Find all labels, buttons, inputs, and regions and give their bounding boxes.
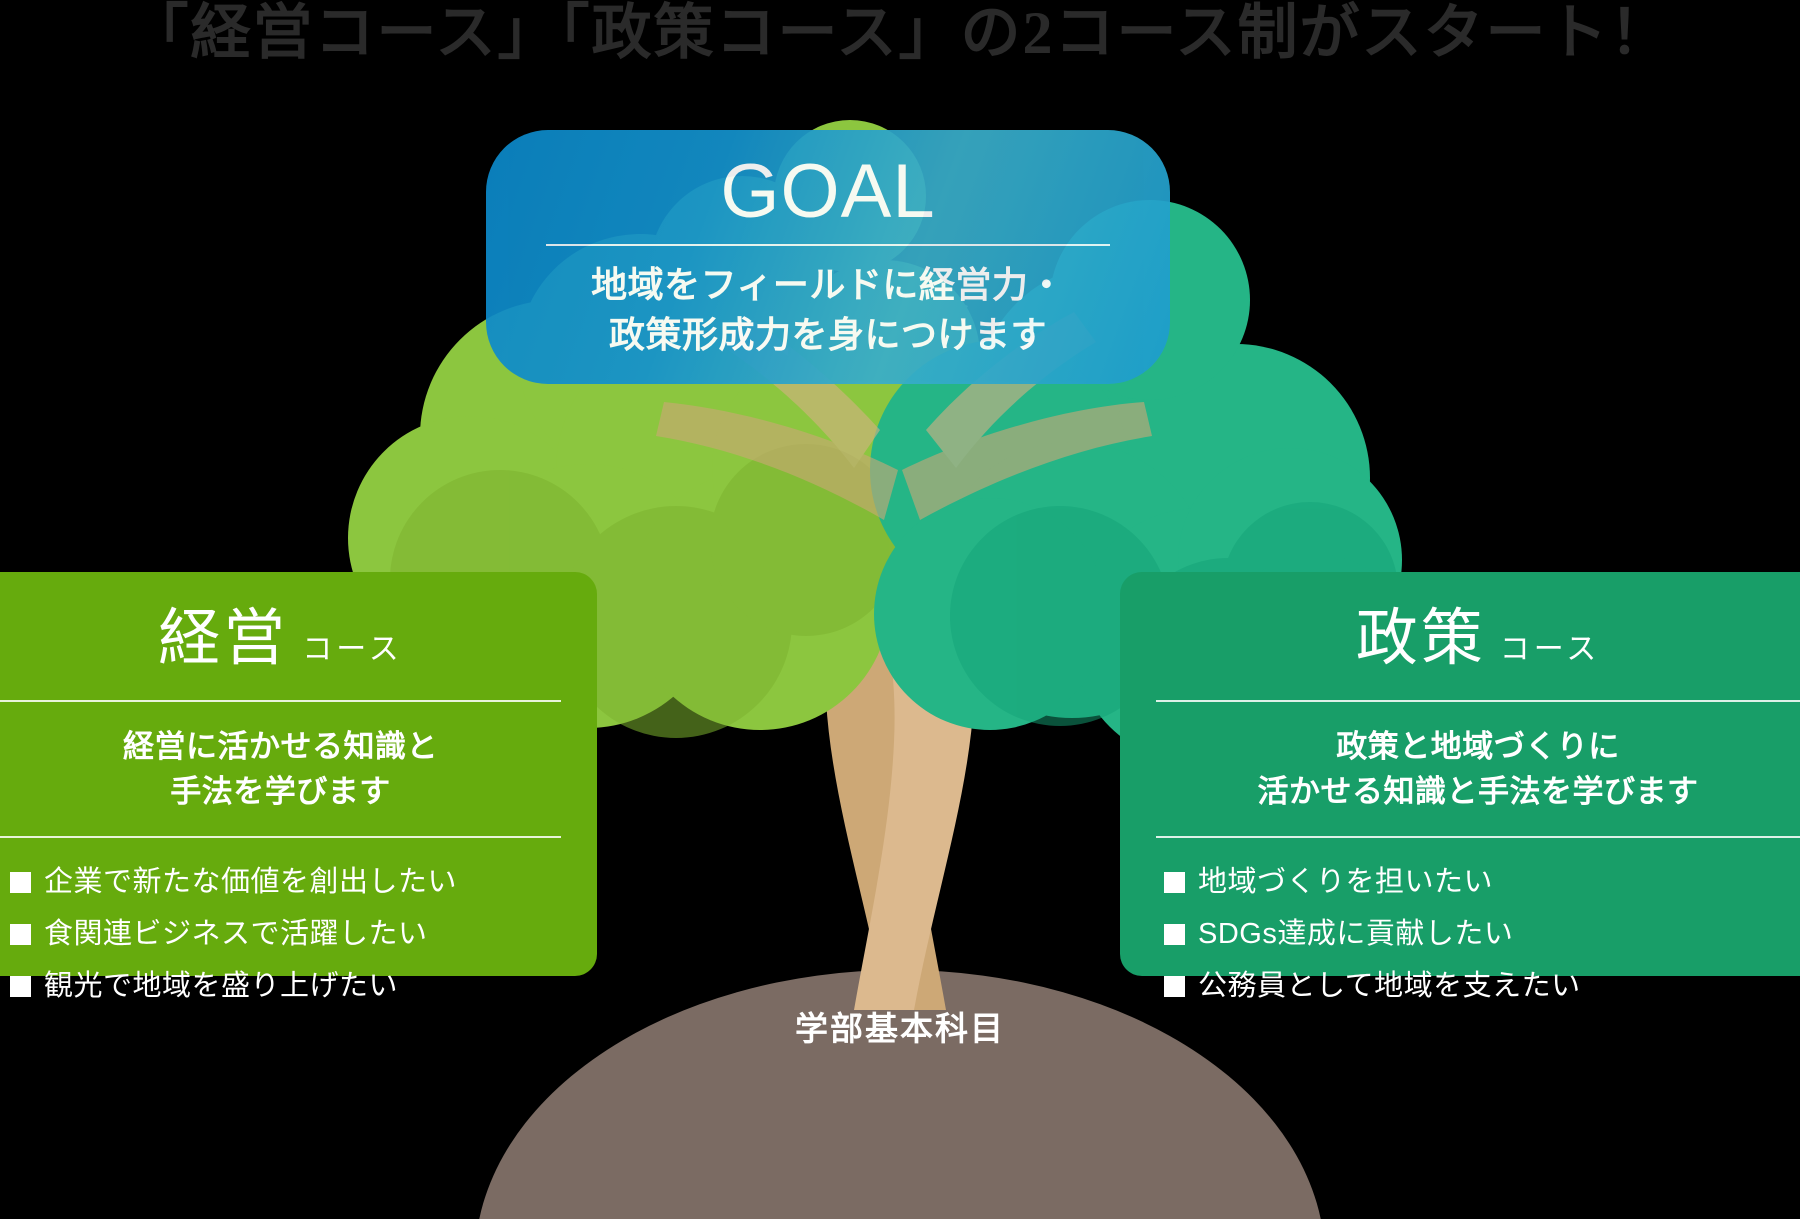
course-card-management: 経営コース 経営に活かせる知識と 手法を学びます 企業で新たな価値を創出したい … xyxy=(0,572,597,1002)
list-item: 公務員として地域を支えたい xyxy=(1164,960,1800,1012)
square-bullet-icon xyxy=(10,975,31,997)
list-item: 企業で新たな価値を創出したい xyxy=(10,856,561,908)
list-item: SDGs達成に貢献したい xyxy=(1164,908,1800,960)
course-lead-line1-management: 経営に活かせる知識と xyxy=(123,729,438,764)
square-bullet-icon xyxy=(1164,871,1185,893)
course-heading-policy: 政策コース xyxy=(1156,600,1800,694)
course-divider-bottom-management xyxy=(0,836,561,838)
course-divider-bottom-policy xyxy=(1156,836,1800,838)
course-divider-top-management xyxy=(0,700,561,702)
goal-title: GOAL xyxy=(720,149,936,234)
goal-subtitle-line2: 政策形成力を身につけます xyxy=(608,314,1047,355)
course-kana-policy: コース xyxy=(1499,633,1601,666)
square-bullet-icon xyxy=(1164,923,1185,945)
list-item: 観光で地域を盛り上げたい xyxy=(10,960,561,1012)
goal-divider xyxy=(546,244,1110,246)
course-heading-management: 経営コース xyxy=(0,600,561,694)
course-card-policy: 政策コース 政策と地域づくりに 活かせる知識と手法を学びます 地域づくりを担いた… xyxy=(1120,572,1800,1002)
square-bullet-icon xyxy=(1164,975,1185,997)
course-bullets-policy: 地域づくりを担いたい SDGs達成に貢献したい 公務員として地域を支えたい xyxy=(1156,856,1800,1012)
course-kana-management: コース xyxy=(302,633,403,666)
bullet-text: 食関連ビジネスで活躍したい xyxy=(44,918,428,950)
bullet-text: 観光で地域を盛り上げたい xyxy=(44,970,399,1002)
bullet-text: SDGs達成に貢献したい xyxy=(1198,918,1514,950)
list-item: 地域づくりを担いたい xyxy=(1164,856,1800,908)
ground-mound xyxy=(479,970,1321,1219)
course-lead-line2-policy: 活かせる知識と手法を学びます xyxy=(1257,774,1699,809)
goal-card: GOAL 地域をフィールドに経営力・ 政策形成力を身につけます xyxy=(486,130,1170,384)
bullet-text: 公務員として地域を支えたい xyxy=(1198,970,1581,1002)
bullet-text: 地域づくりを担いたい xyxy=(1198,866,1494,898)
course-kanji-management: 経営 xyxy=(158,604,289,673)
bullet-text: 企業で新たな価値を創出したい xyxy=(44,866,458,898)
goal-subtitle-line1: 地域をフィールドに経営力・ xyxy=(591,264,1065,305)
course-lead-line2-management: 手法を学びます xyxy=(170,774,391,809)
course-divider-top-policy xyxy=(1156,700,1800,702)
square-bullet-icon xyxy=(10,871,31,893)
course-bullets-management: 企業で新たな価値を創出したい 食関連ビジネスで活躍したい 観光で地域を盛り上げた… xyxy=(0,856,561,1012)
course-lead-line1-policy: 政策と地域づくりに xyxy=(1336,729,1620,764)
square-bullet-icon xyxy=(10,923,31,945)
ground-label: 学部基本科目 xyxy=(795,1010,1005,1047)
page-title: 「経営コース」「政策コース」の2コース制がスタート！ xyxy=(128,0,1672,66)
list-item: 食関連ビジネスで活躍したい xyxy=(10,908,561,960)
course-kanji-policy: 政策 xyxy=(1355,604,1486,673)
